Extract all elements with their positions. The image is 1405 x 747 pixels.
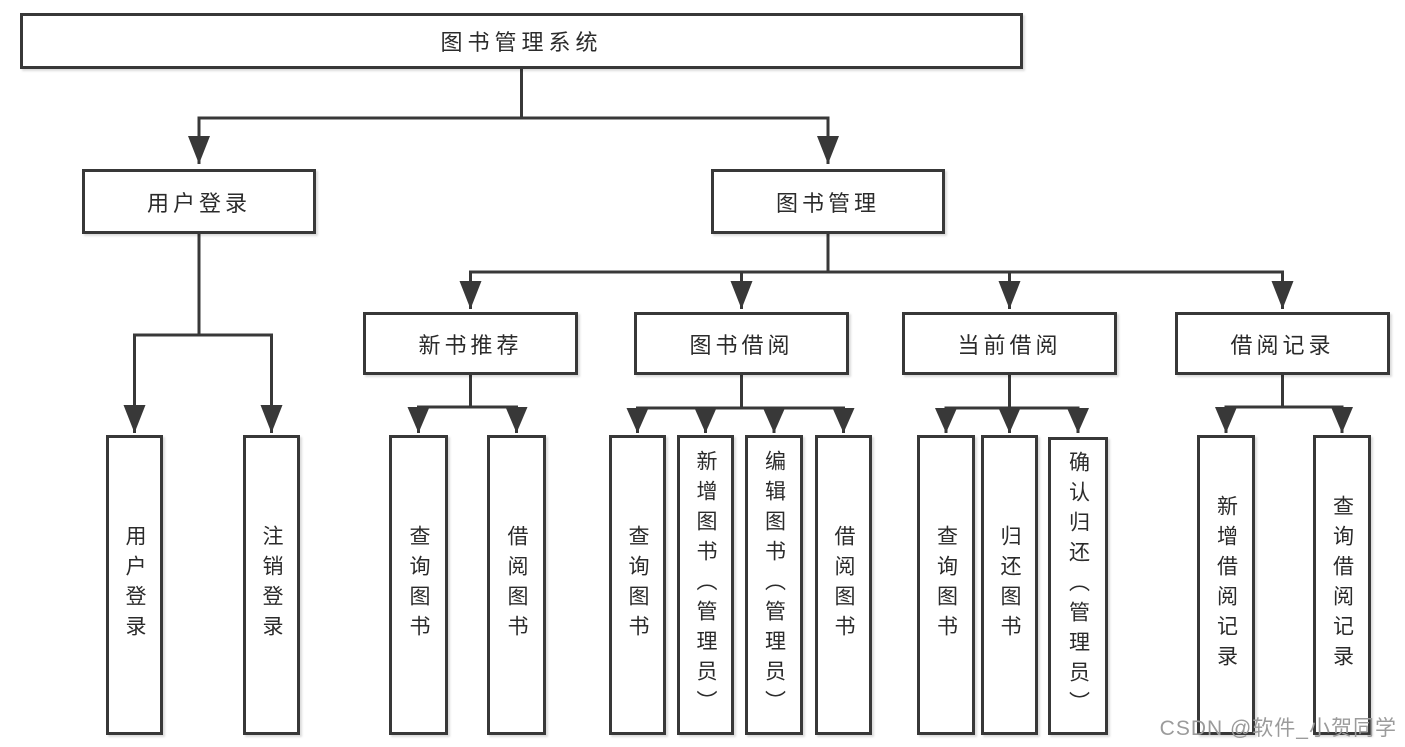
leaf-edit-book-admin: 编辑图书（管理员） [745, 435, 803, 735]
node-label: 查询借阅记录 [1330, 495, 1354, 675]
leaf-logout: 注销登录 [243, 435, 300, 735]
node-library-system: 图书管理系统 [20, 13, 1023, 69]
leaf-confirm-return-admin: 确认归还（管理员） [1048, 437, 1108, 735]
node-book-borrowing: 图书借阅 [634, 312, 849, 375]
node-label: 用户登录 [123, 525, 146, 645]
watermark: CSDN @软件_小贺同学 [1159, 717, 1397, 740]
leaf-query-borrow-record: 查询借阅记录 [1313, 435, 1371, 735]
node-book-management: 图书管理 [711, 169, 945, 234]
node-label: 新增图书（管理员） [694, 450, 717, 720]
node-label: 查询图书 [626, 525, 649, 645]
leaf-add-book-admin: 新增图书（管理员） [677, 435, 734, 735]
node-current-borrowing: 当前借阅 [902, 312, 1117, 375]
node-label: 借阅记录 [1230, 332, 1335, 358]
node-new-book-recommend: 新书推荐 [363, 312, 578, 375]
node-label: 查询图书 [934, 525, 958, 645]
node-label: 借阅图书 [505, 525, 528, 645]
leaf-user-login: 用户登录 [106, 435, 163, 735]
node-borrowing-records: 借阅记录 [1175, 312, 1390, 375]
node-label: 确认归还（管理员） [1066, 451, 1090, 721]
node-label: 编辑图书（管理员） [762, 450, 786, 720]
node-label: 图书管理 [775, 190, 880, 216]
leaf-add-borrow-record: 新增借阅记录 [1197, 435, 1255, 735]
leaf-query-books: 查询图书 [609, 435, 666, 735]
node-label: 用户登录 [146, 190, 251, 216]
arrowheads [123, 136, 1353, 433]
node-label: 查询图书 [407, 525, 430, 645]
node-label: 图书管理系统 [440, 30, 603, 55]
leaf-borrow-books: 借阅图书 [487, 435, 546, 735]
leaf-borrow-books: 借阅图书 [815, 435, 872, 735]
node-label: 图书借阅 [689, 332, 794, 358]
leaf-return-book: 归还图书 [981, 435, 1038, 735]
node-label: 新增借阅记录 [1214, 495, 1238, 675]
node-label: 借阅图书 [832, 525, 855, 645]
leaf-query-books: 查询图书 [917, 435, 975, 735]
node-label: 当前借阅 [957, 332, 1062, 358]
node-user-login: 用户登录 [82, 169, 316, 234]
node-label: 注销登录 [260, 525, 283, 645]
node-label: 新书推荐 [418, 332, 523, 358]
leaf-query-books: 查询图书 [389, 435, 448, 735]
node-label: 归还图书 [998, 525, 1021, 645]
